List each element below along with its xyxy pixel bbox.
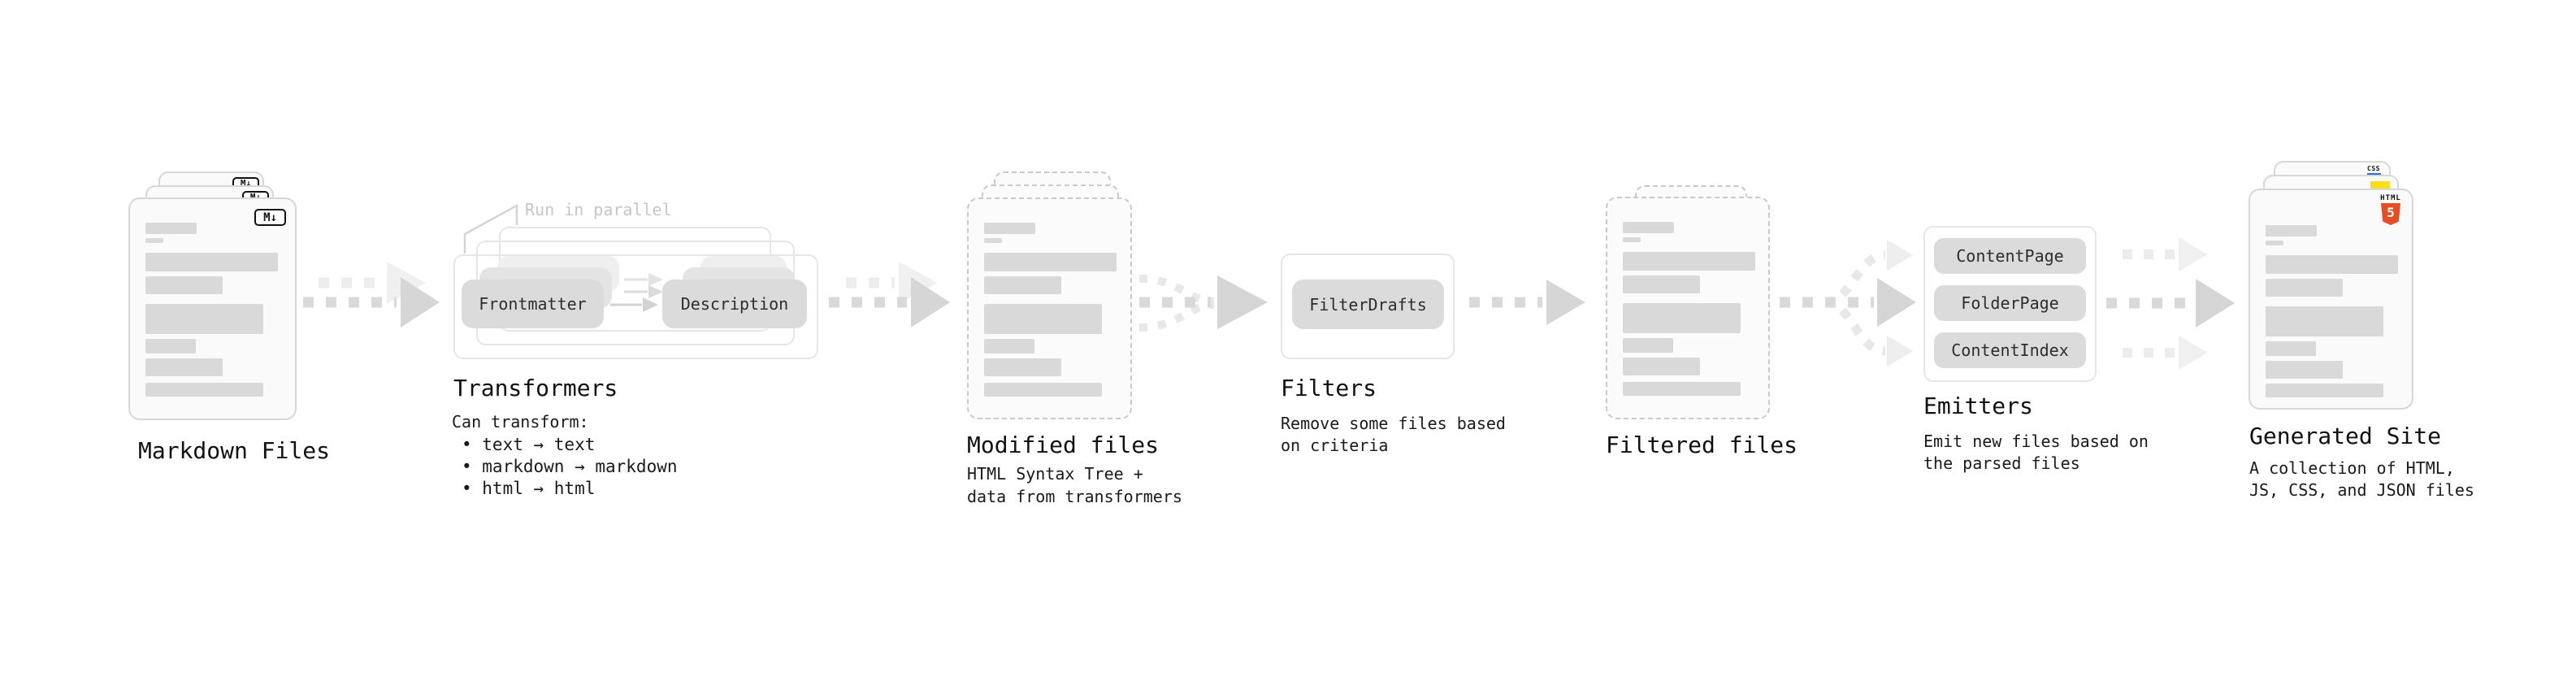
placeholder-bar bbox=[1623, 382, 1741, 396]
placeholder-bar bbox=[984, 253, 1117, 271]
modified-files-desc-line1: HTML Syntax Tree + bbox=[967, 464, 1143, 484]
placeholder-bar bbox=[145, 276, 223, 294]
filters-desc-line2: on criteria bbox=[1281, 436, 1389, 455]
placeholder-bar bbox=[984, 223, 1035, 234]
placeholder-bar bbox=[145, 358, 223, 376]
placeholder-bar bbox=[2266, 384, 2383, 397]
html5-icon-shield: 5 bbox=[2381, 203, 2400, 225]
generated-site-label: Generated Site bbox=[2249, 423, 2442, 449]
doc-content-placeholder bbox=[2250, 202, 2412, 397]
generated-site-desc-line2: JS, CSS, and JSON files bbox=[2249, 480, 2474, 500]
filters-label: Filters bbox=[1281, 375, 1377, 401]
placeholder-bar bbox=[2266, 279, 2343, 297]
html5-icon: HTML 5 bbox=[2380, 195, 2401, 225]
transformers-bullet: • markdown → markdown bbox=[462, 457, 678, 476]
emitter-pill-contentpage: ContentPage bbox=[1934, 238, 2086, 274]
placeholder-bar bbox=[984, 238, 1002, 243]
markdown-icon: M↓ bbox=[254, 209, 286, 226]
filters-desc-line1: Remove some files based bbox=[1281, 414, 1506, 433]
placeholder-bar bbox=[2266, 255, 2398, 274]
placeholder-bar bbox=[145, 383, 263, 397]
filtered-files-label: Filtered files bbox=[1606, 432, 1798, 458]
html5-icon-number: 5 bbox=[2387, 205, 2395, 220]
transformer-input-pill: Frontmatter bbox=[462, 280, 604, 328]
transformers-label: Transformers bbox=[453, 375, 618, 401]
html5-icon-word: HTML bbox=[2380, 194, 2401, 202]
modified-files-label: Modified files bbox=[967, 432, 1160, 458]
placeholder-bar bbox=[145, 253, 278, 271]
css-icon-underline bbox=[2366, 173, 2381, 176]
placeholder-bar bbox=[2266, 241, 2283, 245]
doc-content-placeholder bbox=[130, 199, 295, 397]
placeholder-bar bbox=[1623, 252, 1755, 271]
transformers-desc-title: Can transform: bbox=[452, 412, 589, 432]
transformer-panel-front bbox=[453, 254, 818, 359]
flow-arrow-markdown-to-transformers bbox=[303, 262, 440, 327]
modified-file-card-front bbox=[967, 197, 1132, 419]
placeholder-bar bbox=[984, 383, 1102, 397]
emitter-pill-folderpage: FolderPage bbox=[1934, 285, 2086, 321]
transformers-bullet: • html → html bbox=[462, 479, 596, 498]
flow-arrow-transformers-to-modified bbox=[829, 262, 950, 327]
placeholder-bar bbox=[2266, 361, 2343, 379]
placeholder-bar bbox=[984, 276, 1061, 294]
placeholder-bar bbox=[2266, 341, 2316, 356]
placeholder-bar bbox=[1623, 222, 1674, 233]
emitters-label: Emitters bbox=[1923, 393, 2033, 419]
placeholder-bar bbox=[145, 339, 196, 354]
placeholder-bar bbox=[145, 238, 163, 243]
doc-content-placeholder bbox=[1607, 198, 1768, 396]
placeholder-bar bbox=[2266, 225, 2317, 236]
placeholder-bar bbox=[2266, 306, 2383, 336]
flow-arrow-filters-to-filtered bbox=[1469, 280, 1585, 325]
css-icon-label: CSS bbox=[2367, 165, 2380, 172]
emitter-pill-contentindex: ContentIndex bbox=[1934, 332, 2086, 368]
transformers-bullet: • text → text bbox=[462, 435, 596, 454]
markdown-files-label: Markdown Files bbox=[138, 437, 331, 464]
doc-content-placeholder bbox=[969, 199, 1130, 397]
placeholder-bar bbox=[145, 223, 197, 234]
placeholder-bar bbox=[1623, 338, 1673, 353]
transformer-output-pill: Description bbox=[662, 280, 807, 328]
placeholder-bar bbox=[1623, 237, 1641, 242]
emitters-desc-line1: Emit new files based on bbox=[1923, 432, 2149, 451]
placeholder-bar bbox=[984, 339, 1034, 354]
parallel-note: Run in parallel bbox=[525, 200, 672, 219]
css-icon: CSS bbox=[2366, 166, 2381, 176]
filter-drafts-pill: FilterDrafts bbox=[1292, 280, 1444, 329]
flow-arrow-modified-to-filters bbox=[1138, 275, 1268, 332]
placeholder-bar bbox=[984, 358, 1061, 376]
placeholder-bar bbox=[1623, 275, 1700, 293]
emitters-desc-line2: the parsed files bbox=[1923, 453, 2080, 473]
generated-file-card-html: HTML 5 bbox=[2249, 189, 2413, 410]
markdown-file-card-front: M↓ bbox=[128, 197, 297, 420]
placeholder-bar bbox=[984, 304, 1102, 334]
generated-site-desc-line1: A collection of HTML, bbox=[2249, 458, 2455, 478]
modified-files-desc-line2: data from transformers bbox=[967, 487, 1182, 506]
markdown-icon-glyph: M↓ bbox=[263, 210, 277, 224]
filtered-file-card-front bbox=[1606, 197, 1770, 419]
flow-arrow-filtered-to-emitters bbox=[1780, 240, 1916, 367]
placeholder-bar bbox=[1623, 303, 1741, 333]
placeholder-bar bbox=[145, 304, 263, 334]
flow-arrow-emitters-to-generated bbox=[2106, 237, 2235, 370]
placeholder-bar bbox=[1623, 358, 1700, 375]
